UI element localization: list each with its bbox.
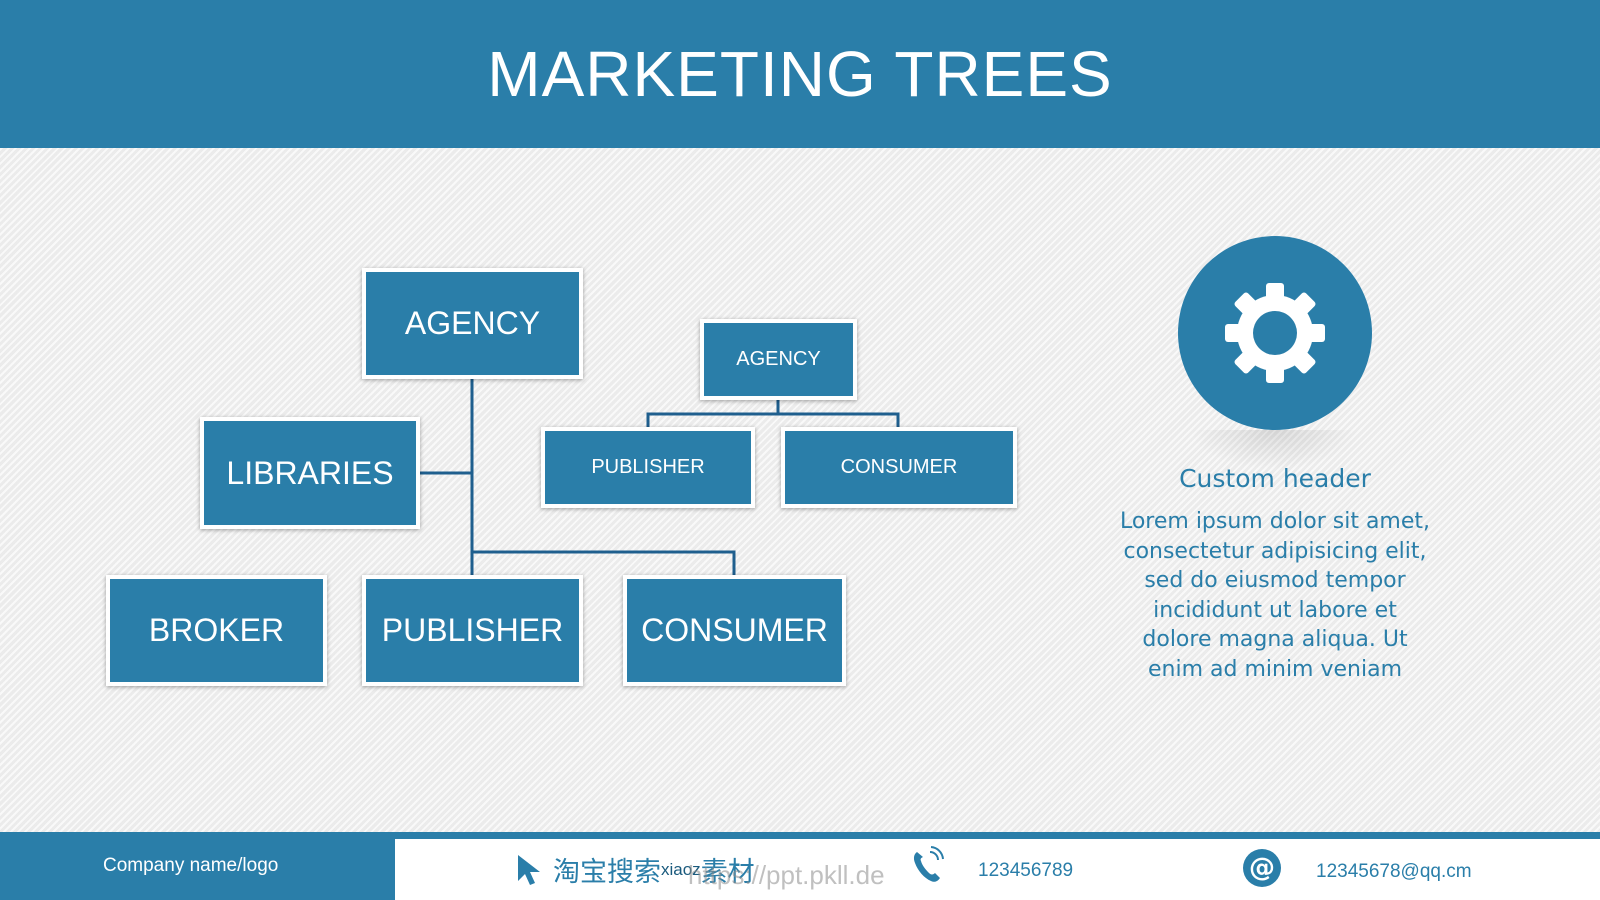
watermark-cn: 淘宝搜索 [553, 857, 661, 888]
title-bar: MARKETING TREES [0, 0, 1600, 148]
watermark: 淘宝搜索 xiaoz 素材 [515, 850, 755, 889]
footer-divider [0, 832, 1600, 839]
tree-node-broker: BROKER [106, 575, 327, 686]
tree-node-consumer: CONSUMER [623, 575, 846, 686]
body-line: incididunt ut labore et [1153, 597, 1397, 623]
body-line: dolore magna aliqua. Ut [1142, 627, 1408, 652]
tree-node-agency: AGENCY [362, 268, 583, 379]
body-line: enim ad minim veniam [1148, 656, 1402, 682]
gear-icon [1225, 283, 1325, 383]
gear-shadow [1190, 430, 1360, 470]
gear-badge [1178, 236, 1372, 430]
watermark-cn2: 素材 [700, 857, 755, 888]
tree-node-libraries: LIBRARIES [200, 417, 420, 529]
footer-bar: Company name/logo 淘宝搜索 xiaoz 素材 https://… [0, 832, 1600, 900]
company-logo: Company name/logo [0, 832, 395, 900]
body-line: sed do eiusmod tempor [1144, 568, 1406, 593]
email-icon: @ [1243, 849, 1281, 887]
connector-line [472, 550, 736, 576]
body-text: Lorem ipsum dolor sit amet, consectetur … [1100, 507, 1450, 684]
tree-node-agency-small: AGENCY [700, 319, 857, 400]
svg-text:@: @ [1249, 853, 1275, 883]
tree-node-publisher-small: PUBLISHER [541, 427, 755, 508]
company-name: Company name/logo [103, 855, 279, 876]
body-line: Lorem ipsum dolor sit amet, [1119, 509, 1431, 534]
tree-node-publisher: PUBLISHER [362, 575, 583, 686]
watermark-mid: xiaoz [661, 859, 701, 879]
body-line: consectetur adipisicing elit, [1123, 538, 1427, 564]
cursor-arrow-icon [518, 854, 540, 885]
watermark-url: https://ppt.pkll.de [688, 860, 885, 890]
phone-number: 123456789 [978, 860, 1074, 881]
info-panel: Custom header Lorem ipsum dolor sit amet… [1100, 236, 1450, 684]
page-title: MARKETING TREES [487, 38, 1113, 110]
connector-line [646, 412, 900, 428]
phone-icon [913, 846, 944, 882]
tree-node-consumer-small: CONSUMER [781, 427, 1017, 508]
custom-header: Custom header [1179, 464, 1371, 493]
email-address: 12345678@qq.cm [1316, 861, 1472, 882]
